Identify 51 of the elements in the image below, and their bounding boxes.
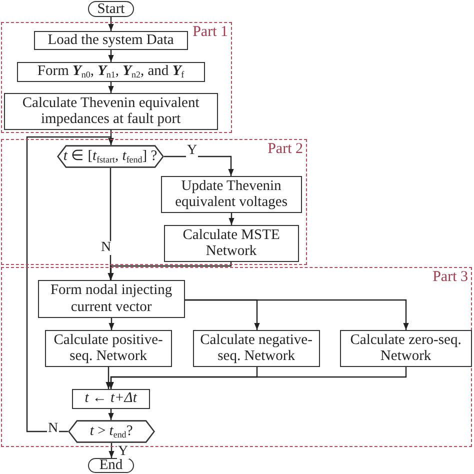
process-box <box>192 330 320 367</box>
dashed-section-frame <box>1 267 472 447</box>
node-text: Load the system Data <box>46 32 175 49</box>
arrow <box>106 367 112 389</box>
edge-label: N <box>100 241 112 255</box>
node-text: Calculate negative-seq. Network <box>199 332 314 365</box>
terminal-node <box>88 458 134 473</box>
section-label: Part 3 <box>432 269 468 286</box>
arrow <box>185 299 409 330</box>
node-text: Form nodal injecting current vector <box>49 282 174 316</box>
process-box <box>160 176 302 213</box>
node-text: Calculate positive-seq. Network <box>52 332 164 365</box>
process-box <box>38 280 185 318</box>
edge-label: Y <box>117 445 130 459</box>
arrow <box>228 213 234 225</box>
process-box <box>4 92 218 130</box>
node-text: Start <box>96 0 126 18</box>
node-text: Calculate MSTE Network <box>182 226 281 260</box>
arrow <box>108 17 114 31</box>
node-text: End <box>98 457 124 474</box>
process-box <box>164 224 299 262</box>
section-label: Part 2 <box>268 141 303 158</box>
dashed-section-frame <box>1 139 307 265</box>
node-text: t ← t+Δt <box>84 390 138 408</box>
arrow <box>108 82 114 93</box>
process-box <box>44 330 172 367</box>
process-box <box>16 62 205 82</box>
arrow <box>108 443 114 458</box>
node-text: Calculate zero-seq. Network <box>349 332 462 365</box>
dashed-section-frame <box>1 22 232 133</box>
arrow <box>108 409 114 420</box>
arrow <box>108 262 232 280</box>
node-text: Form Y$_{n0}$, Y$_{n1}$, Y$_{n2}$, and Y$_{f}$ <box>36 63 186 80</box>
decision-hexagon <box>56 144 164 168</box>
process-box <box>72 388 150 409</box>
arrow <box>26 136 114 432</box>
node-text: t ∈ [t$_{fstart}$, t$_{fend}$] ? <box>62 148 158 165</box>
process-box <box>340 330 472 367</box>
arrow <box>108 50 114 62</box>
arrow <box>164 156 234 176</box>
node-text: Update Thevenin equivalent voltages <box>174 178 288 211</box>
decision-hexagon <box>68 420 155 443</box>
edge-label: Y <box>186 144 198 158</box>
node-text: Calculate Thevenin equivalent impedances at fault port <box>21 94 200 128</box>
process-box <box>34 30 188 50</box>
arrow <box>108 367 407 389</box>
node-text: t > t$_{end}$? <box>88 422 134 440</box>
arrow <box>108 168 114 280</box>
terminal-node <box>88 1 134 17</box>
section-label: Part 1 <box>192 24 228 42</box>
arrow <box>108 318 114 330</box>
